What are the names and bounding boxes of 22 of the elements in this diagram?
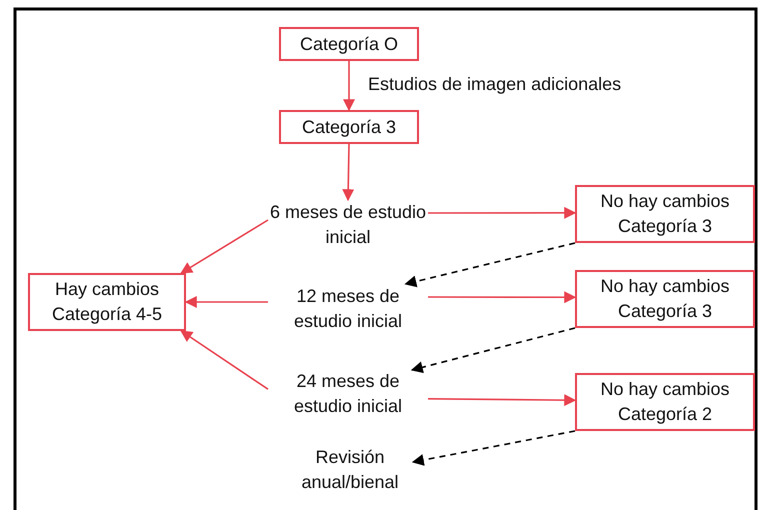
step-text: Revisión anual/bienal [287,445,413,495]
process-box: Hay cambios Categoría 4-5 [28,273,186,331]
process-box: No hay cambios Categoría 2 [575,373,755,431]
arrow [428,394,576,406]
process-box: No hay cambios Categoría 3 [575,270,755,328]
step-text: 6 meses de estudio inicial [268,200,428,250]
step-text: 24 meses de estudio inicial [268,370,428,418]
arrow [180,330,268,390]
process-box: No hay cambios Categoría 3 [575,185,755,243]
edge-label: Estudios de imagen adicionales [368,74,622,94]
arrow [343,61,355,112]
process-box: Categoría 3 [279,110,419,144]
step-text: 12 meses de estudio inicial [268,284,428,334]
arrow [342,144,354,202]
arrow [428,291,576,304]
arrow [412,430,576,466]
process-box: Categoría O [279,27,419,61]
arrow [410,327,576,374]
arrow [184,296,268,308]
arrow [428,206,576,219]
arrow [180,219,268,274]
arrow [404,242,576,288]
